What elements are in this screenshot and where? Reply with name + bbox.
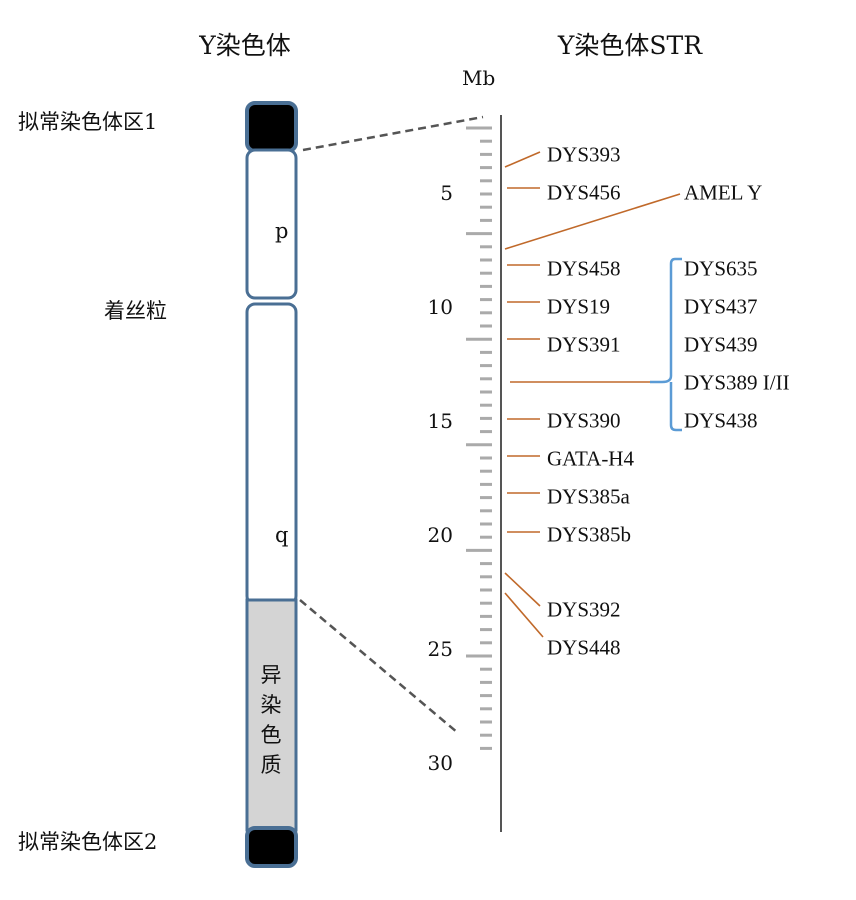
amel-line <box>504 193 681 250</box>
p-arm-label: p <box>275 219 289 243</box>
zoom-line-bottom <box>299 599 459 734</box>
par2-cap <box>245 826 298 868</box>
par2-label: 拟常染色体区2 <box>18 830 158 854</box>
par1-cap <box>245 101 298 153</box>
axis-unit: Mb <box>462 66 496 90</box>
marker-line <box>504 592 544 638</box>
cluster-marker-label: DYS439 <box>684 332 758 357</box>
q-arm-label: q <box>275 523 289 547</box>
marker-label: DYS385b <box>547 522 632 547</box>
marker-line <box>504 151 541 168</box>
marker-label: DYS390 <box>547 408 621 433</box>
marker-label: DYS456 <box>547 180 621 205</box>
cluster-marker-label: DYS635 <box>684 256 758 281</box>
title-y-str: Y染色体STR <box>557 31 703 60</box>
q-arm <box>245 302 298 606</box>
centromere-label: 着丝粒 <box>104 299 167 323</box>
cluster-marker-label: DYS438 <box>684 408 758 433</box>
cluster-marker-label: DYS389 I/II <box>684 370 790 395</box>
amel-label: AMEL Y <box>684 180 763 205</box>
heterochromatin-label: 异染色质 <box>260 663 282 777</box>
p-arm <box>245 148 298 300</box>
par1-label: 拟常染色体区1 <box>18 110 158 134</box>
cluster-marker-label: DYS437 <box>684 294 758 319</box>
marker-label: DYS385a <box>547 484 630 509</box>
marker-label: DYS391 <box>547 332 621 357</box>
heterochromatin-band <box>245 598 298 832</box>
marker-label: DYS392 <box>547 597 621 622</box>
title-y-chromosome: Y染色体 <box>199 31 291 60</box>
axis-tick-label: 20 <box>427 523 453 547</box>
marker-label: DYS448 <box>547 635 621 660</box>
marker-line <box>504 572 541 607</box>
marker-label: DYS19 <box>547 294 611 319</box>
axis-tick-label: 10 <box>427 295 453 319</box>
marker-label: DYS393 <box>547 142 621 167</box>
axis-tick-label: 30 <box>427 751 453 775</box>
zoom-line-top <box>302 115 484 152</box>
axis-tick-label: 15 <box>427 409 453 433</box>
marker-label: GATA-H4 <box>547 446 634 471</box>
axis-tick-label: 25 <box>427 637 453 661</box>
axis-tick-label: 5 <box>440 181 453 205</box>
cluster-bracket <box>650 257 682 432</box>
marker-label: DYS458 <box>547 256 621 281</box>
